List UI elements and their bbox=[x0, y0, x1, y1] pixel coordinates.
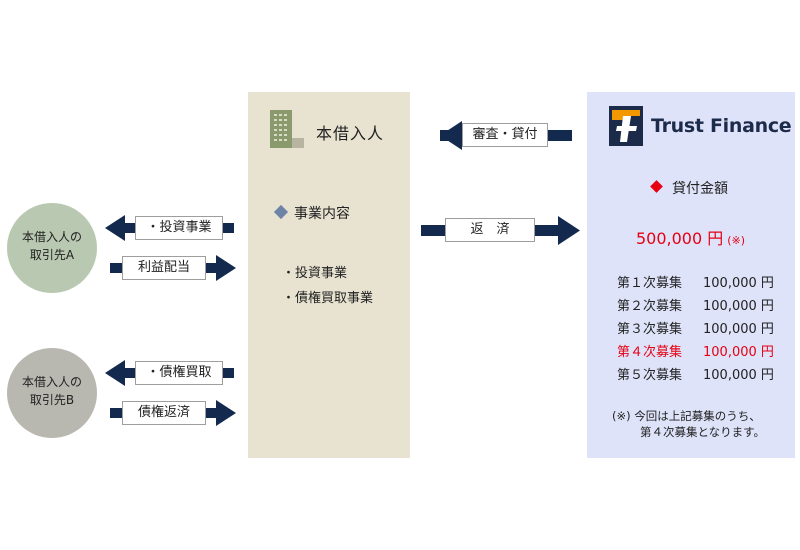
trust-finance-name: Trust Finance bbox=[651, 115, 792, 137]
partner-b-line1: 本借入人の bbox=[21, 375, 82, 389]
business-heading: 事業内容 bbox=[294, 206, 350, 222]
review-loan-label: 審査・貸付 bbox=[462, 123, 548, 147]
recruitment-row: 第１次募集 100,000 円 bbox=[617, 272, 777, 291]
footnote: (※) 今回は上記募集のうち、 第４次募集となります。 bbox=[612, 408, 792, 440]
recruitment-row: 第３次募集 100,000 円 bbox=[617, 318, 777, 337]
footnote-line1: (※) 今回は上記募集のうち、 bbox=[612, 409, 761, 423]
recruitment-row: 第２次募集 100,000 円 bbox=[617, 295, 777, 314]
purchase-arrow-head bbox=[105, 360, 125, 386]
repay-label: 返 済 bbox=[445, 218, 535, 242]
recruitment-amount: 100,000 円 bbox=[703, 322, 774, 337]
recruitment-name: 第４次募集 bbox=[617, 345, 683, 360]
partner-a-line1: 本借入人の bbox=[21, 230, 82, 244]
recruitment-name: 第３次募集 bbox=[617, 322, 683, 337]
recruitment-name: 第２次募集 bbox=[617, 299, 683, 314]
footnote-line2: 第４次募集となります。 bbox=[640, 425, 766, 439]
recruitment-amount: 100,000 円 bbox=[703, 368, 774, 383]
recruitment-row: 第５次募集 100,000 円 bbox=[617, 364, 777, 383]
review-loan-arrow bbox=[548, 130, 572, 141]
partner-a-circle: 本借入人の 取引先A bbox=[7, 203, 97, 293]
repayment-b-arrow-head bbox=[216, 400, 236, 426]
recruitment-amount: 100,000 円 bbox=[703, 345, 774, 360]
partner-b-circle: 本借入人の 取引先B bbox=[7, 348, 97, 438]
recruitment-name: 第５次募集 bbox=[617, 368, 683, 383]
recruitment-row-current: 第４次募集 100,000 円 bbox=[617, 341, 777, 360]
loan-amount-note: (※) bbox=[727, 234, 746, 247]
borrower-title: 本借入人 bbox=[316, 124, 385, 143]
recruitment-amount: 100,000 円 bbox=[703, 299, 774, 314]
repay-arrow-head bbox=[558, 216, 580, 245]
business-item: ・債権買取事業 bbox=[282, 291, 374, 306]
purchase-label: ・債権買取 bbox=[135, 361, 223, 385]
repay-arrow-tail bbox=[421, 225, 445, 236]
investment-arrow-head bbox=[105, 215, 125, 241]
profit-label: 利益配当 bbox=[122, 256, 206, 280]
business-item: ・投資事業 bbox=[282, 266, 348, 281]
building-icon bbox=[270, 110, 304, 148]
trust-finance-panel bbox=[587, 92, 795, 458]
recruitment-amount: 100,000 円 bbox=[703, 276, 774, 291]
repayment-b-label: 債権返済 bbox=[122, 401, 206, 425]
investment-label: ・投資事業 bbox=[135, 216, 223, 240]
profit-arrow-head bbox=[216, 255, 236, 281]
recruitment-name: 第１次募集 bbox=[617, 276, 683, 291]
partner-b-line2: 取引先B bbox=[29, 393, 75, 407]
loan-amount-label: 貸付金額 bbox=[672, 181, 728, 197]
loan-amount-number: 500,000 円 bbox=[636, 229, 724, 248]
borrower-panel bbox=[248, 92, 410, 458]
trust-finance-logo-icon bbox=[609, 106, 643, 146]
partner-a-line2: 取引先A bbox=[29, 248, 75, 262]
loan-amount-value: 500,000 円(※) bbox=[636, 225, 745, 249]
